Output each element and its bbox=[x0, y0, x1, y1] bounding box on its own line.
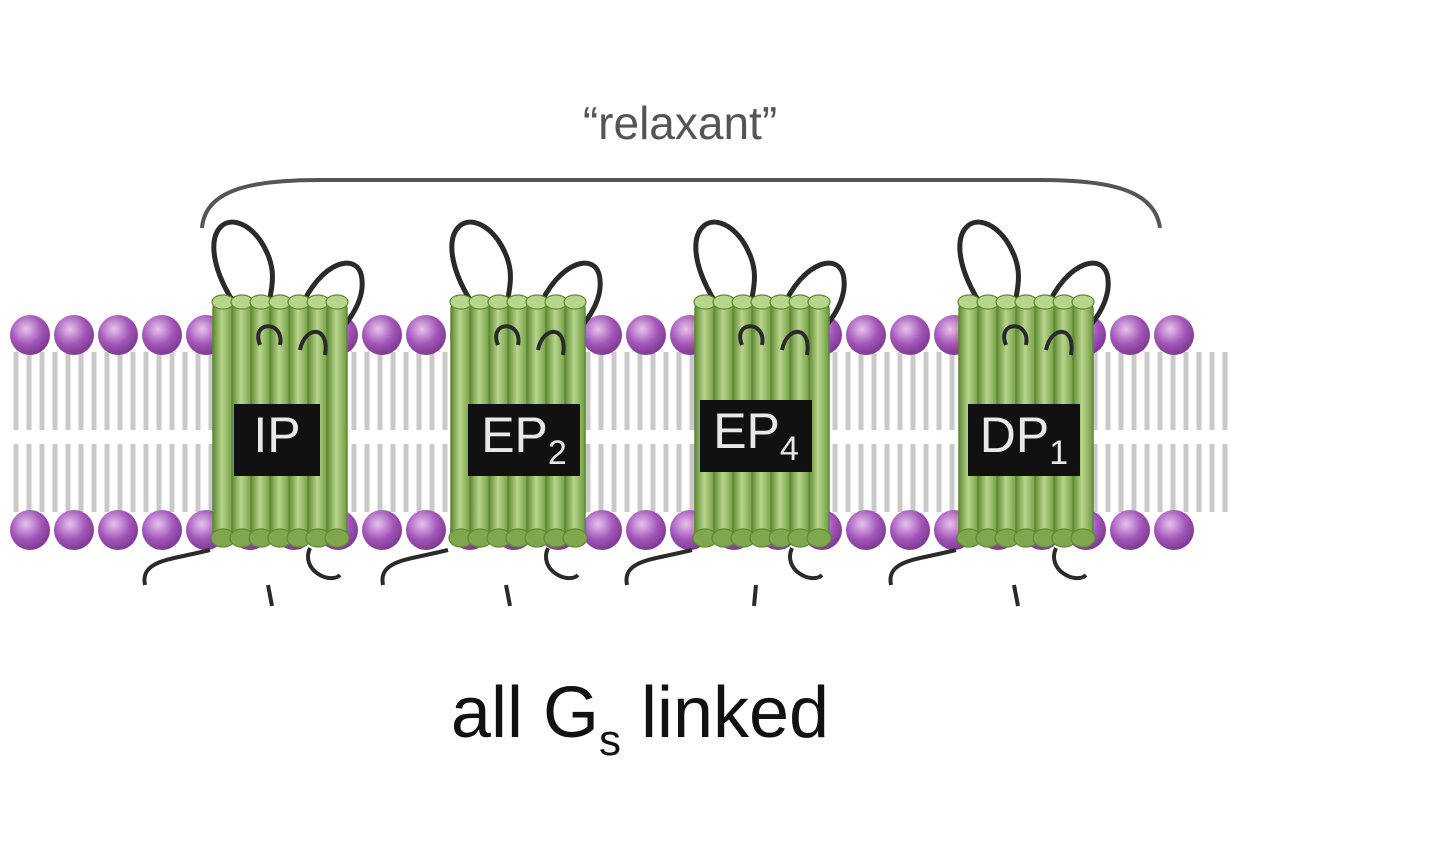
receptor-name: IP bbox=[253, 407, 301, 463]
receptor-label-ip: IP bbox=[234, 404, 320, 476]
extracellular-loop bbox=[535, 260, 603, 332]
receptor-name: DP bbox=[979, 407, 1050, 463]
lipid-head bbox=[846, 315, 886, 355]
lipid-head bbox=[362, 315, 402, 355]
helix-loop bbox=[298, 329, 328, 356]
relaxant-bracket bbox=[200, 178, 1162, 229]
helix-cap bbox=[562, 528, 588, 548]
extracellular-loop bbox=[693, 219, 757, 302]
lipid-head bbox=[10, 315, 50, 355]
extracellular-loop bbox=[297, 260, 365, 332]
lipid-head bbox=[142, 510, 182, 550]
lipid-head bbox=[846, 510, 886, 550]
receptor-name: EP bbox=[481, 407, 548, 463]
extracellular-loop bbox=[211, 219, 275, 302]
helix-loop bbox=[494, 324, 521, 346]
receptor-label-ep2: EP2 bbox=[468, 404, 580, 476]
intracellular-loop bbox=[788, 547, 824, 581]
c-terminal-tail bbox=[752, 584, 758, 607]
lipid-head bbox=[890, 315, 930, 355]
helix-loop bbox=[536, 329, 566, 356]
lipid-head bbox=[1154, 510, 1194, 550]
helix-cap bbox=[324, 528, 350, 548]
lipid-head bbox=[142, 315, 182, 355]
transmembrane-helix bbox=[212, 299, 234, 541]
helix-loop bbox=[1002, 324, 1029, 346]
lipid-head bbox=[1110, 315, 1150, 355]
lipid-head bbox=[406, 510, 446, 550]
receptor-name: EP bbox=[713, 403, 780, 459]
caption-text: all G bbox=[450, 673, 599, 753]
lipid-head bbox=[54, 510, 94, 550]
lipid-head bbox=[626, 315, 666, 355]
lipid-head bbox=[582, 315, 622, 355]
transmembrane-helix bbox=[808, 299, 830, 541]
intracellular-loop bbox=[142, 548, 211, 586]
c-terminal-tail bbox=[504, 584, 512, 607]
receptor-label-dp1: DP1 bbox=[968, 404, 1080, 476]
lipid-head bbox=[54, 315, 94, 355]
caption: all Gs linked bbox=[380, 672, 900, 766]
helix-loop bbox=[780, 329, 810, 356]
helix-cap bbox=[1070, 528, 1096, 548]
receptor-subscript: 2 bbox=[547, 434, 567, 472]
extracellular-loop bbox=[779, 260, 847, 332]
c-terminal-tail bbox=[1012, 584, 1020, 607]
lipid-head bbox=[10, 510, 50, 550]
lipid-head bbox=[582, 510, 622, 550]
receptor-subscript: 1 bbox=[1049, 434, 1069, 472]
lipid-head bbox=[626, 510, 666, 550]
intracellular-loop bbox=[1052, 547, 1088, 581]
transmembrane-helix bbox=[326, 299, 348, 541]
caption-subscript: s bbox=[598, 716, 621, 765]
lipid-head bbox=[890, 510, 930, 550]
intracellular-loop bbox=[306, 547, 342, 581]
caption-suffix: linked bbox=[620, 673, 830, 753]
helix-cap bbox=[806, 528, 832, 548]
c-terminal-tail bbox=[266, 584, 274, 607]
helix-cap bbox=[563, 294, 587, 310]
helix-cap bbox=[807, 294, 831, 310]
helix-loop bbox=[256, 324, 283, 346]
intracellular-loop bbox=[544, 547, 580, 581]
bracket-label: “relaxant” bbox=[582, 97, 778, 149]
intracellular-loop bbox=[888, 548, 957, 586]
lipid-head bbox=[406, 315, 446, 355]
receptor-label-ep4: EP4 bbox=[700, 400, 812, 472]
helix-cap bbox=[1071, 294, 1095, 310]
receptor-subscript: 4 bbox=[779, 430, 799, 468]
extracellular-loop bbox=[449, 219, 513, 302]
intracellular-loop bbox=[624, 548, 693, 586]
helix-loop bbox=[738, 324, 765, 346]
intracellular-loop bbox=[380, 548, 449, 586]
lipid-head bbox=[98, 510, 138, 550]
receptor-ip bbox=[142, 219, 365, 607]
lipid-head bbox=[1154, 315, 1194, 355]
extracellular-loop bbox=[957, 219, 1021, 302]
extracellular-loop bbox=[1043, 260, 1111, 332]
lipid-head bbox=[98, 315, 138, 355]
lipid-head bbox=[362, 510, 402, 550]
lipid-head bbox=[1110, 510, 1150, 550]
helix-loop bbox=[1044, 329, 1074, 356]
helix-cap bbox=[325, 294, 349, 310]
